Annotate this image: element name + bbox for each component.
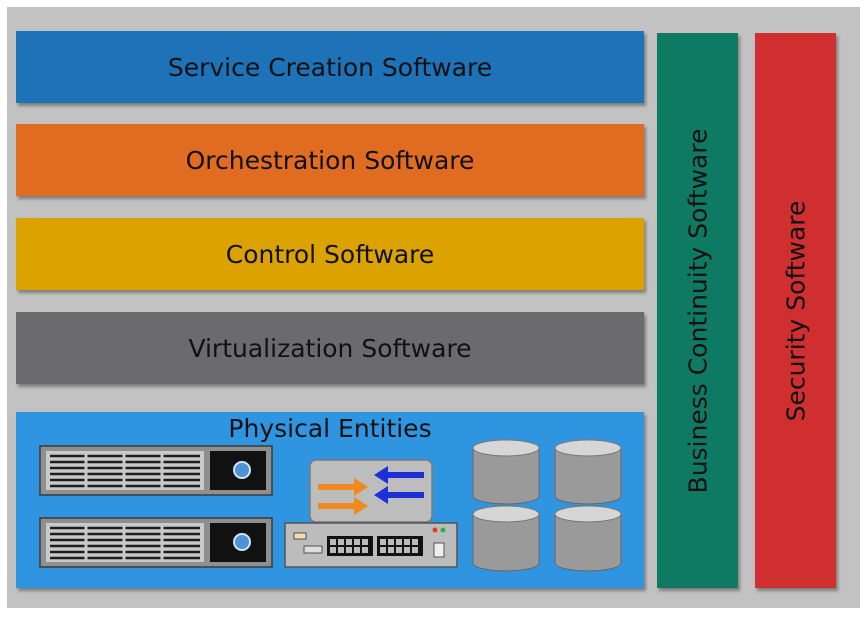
physical-entities-label: Physical Entities: [228, 414, 432, 443]
orchestration-label: Orchestration Software: [185, 145, 475, 175]
virtualization-layer: Virtualization Software: [16, 312, 644, 384]
security-layer: Security Software: [755, 33, 836, 588]
service-creation-layer: Service Creation Software: [16, 31, 644, 103]
control-layer: Control Software: [16, 218, 644, 290]
virtualization-label: Virtualization Software: [188, 333, 472, 363]
service-creation-label: Service Creation Software: [167, 52, 493, 82]
database-icon: [472, 505, 540, 572]
orchestration-layer: Orchestration Software: [16, 124, 644, 196]
switch-icon: [309, 459, 433, 523]
network-device-icon: [284, 522, 458, 568]
server-icon: [39, 517, 273, 568]
server-icon: [39, 445, 273, 496]
database-icon: [472, 439, 540, 505]
control-label: Control Software: [225, 239, 435, 269]
database-icon: [554, 505, 622, 572]
database-icon: [554, 439, 622, 505]
business-continuity-layer: Business Continuity Software: [657, 33, 738, 588]
